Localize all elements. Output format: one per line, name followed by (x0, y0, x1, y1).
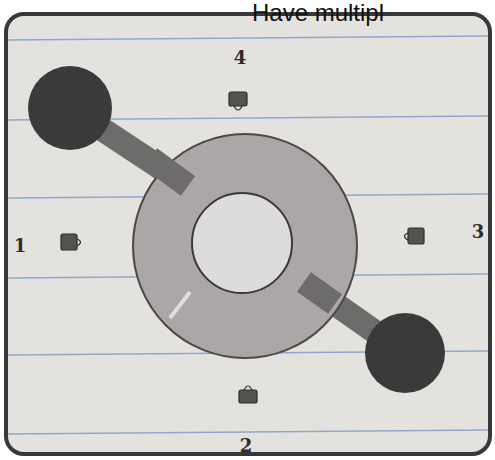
bucket-handle (77, 239, 81, 246)
rotor-arm (150, 158, 188, 186)
bucket-icon (229, 92, 247, 110)
callout-number: 3 (472, 223, 485, 241)
bucket-icon (239, 386, 257, 403)
bucket-handle (234, 106, 242, 110)
bucket-body (61, 234, 77, 250)
ring-highlight (170, 292, 190, 318)
bucket-handle (405, 233, 409, 240)
rotor-arm (304, 282, 335, 304)
ruled-line (8, 36, 488, 40)
outer-ring (133, 134, 357, 358)
bucket-handle (244, 386, 252, 390)
callout-number: 4 (234, 49, 247, 67)
notebook-paper (6, 14, 490, 454)
bucket-body (229, 92, 247, 106)
bucket-icons (61, 92, 424, 403)
rotor-weight (28, 66, 112, 150)
bucket-body (408, 228, 424, 244)
ruled-line (8, 430, 488, 434)
rotor-weight (365, 313, 445, 393)
note-heading: Have multipl (252, 1, 384, 25)
callout-number: 2 (240, 437, 253, 455)
callout-number: 1 (14, 237, 27, 255)
bucket-icon (61, 234, 81, 250)
ruled-lines (8, 36, 488, 434)
bucket-body (239, 390, 257, 403)
bucket-icon (405, 228, 425, 244)
inner-hub (192, 193, 292, 293)
